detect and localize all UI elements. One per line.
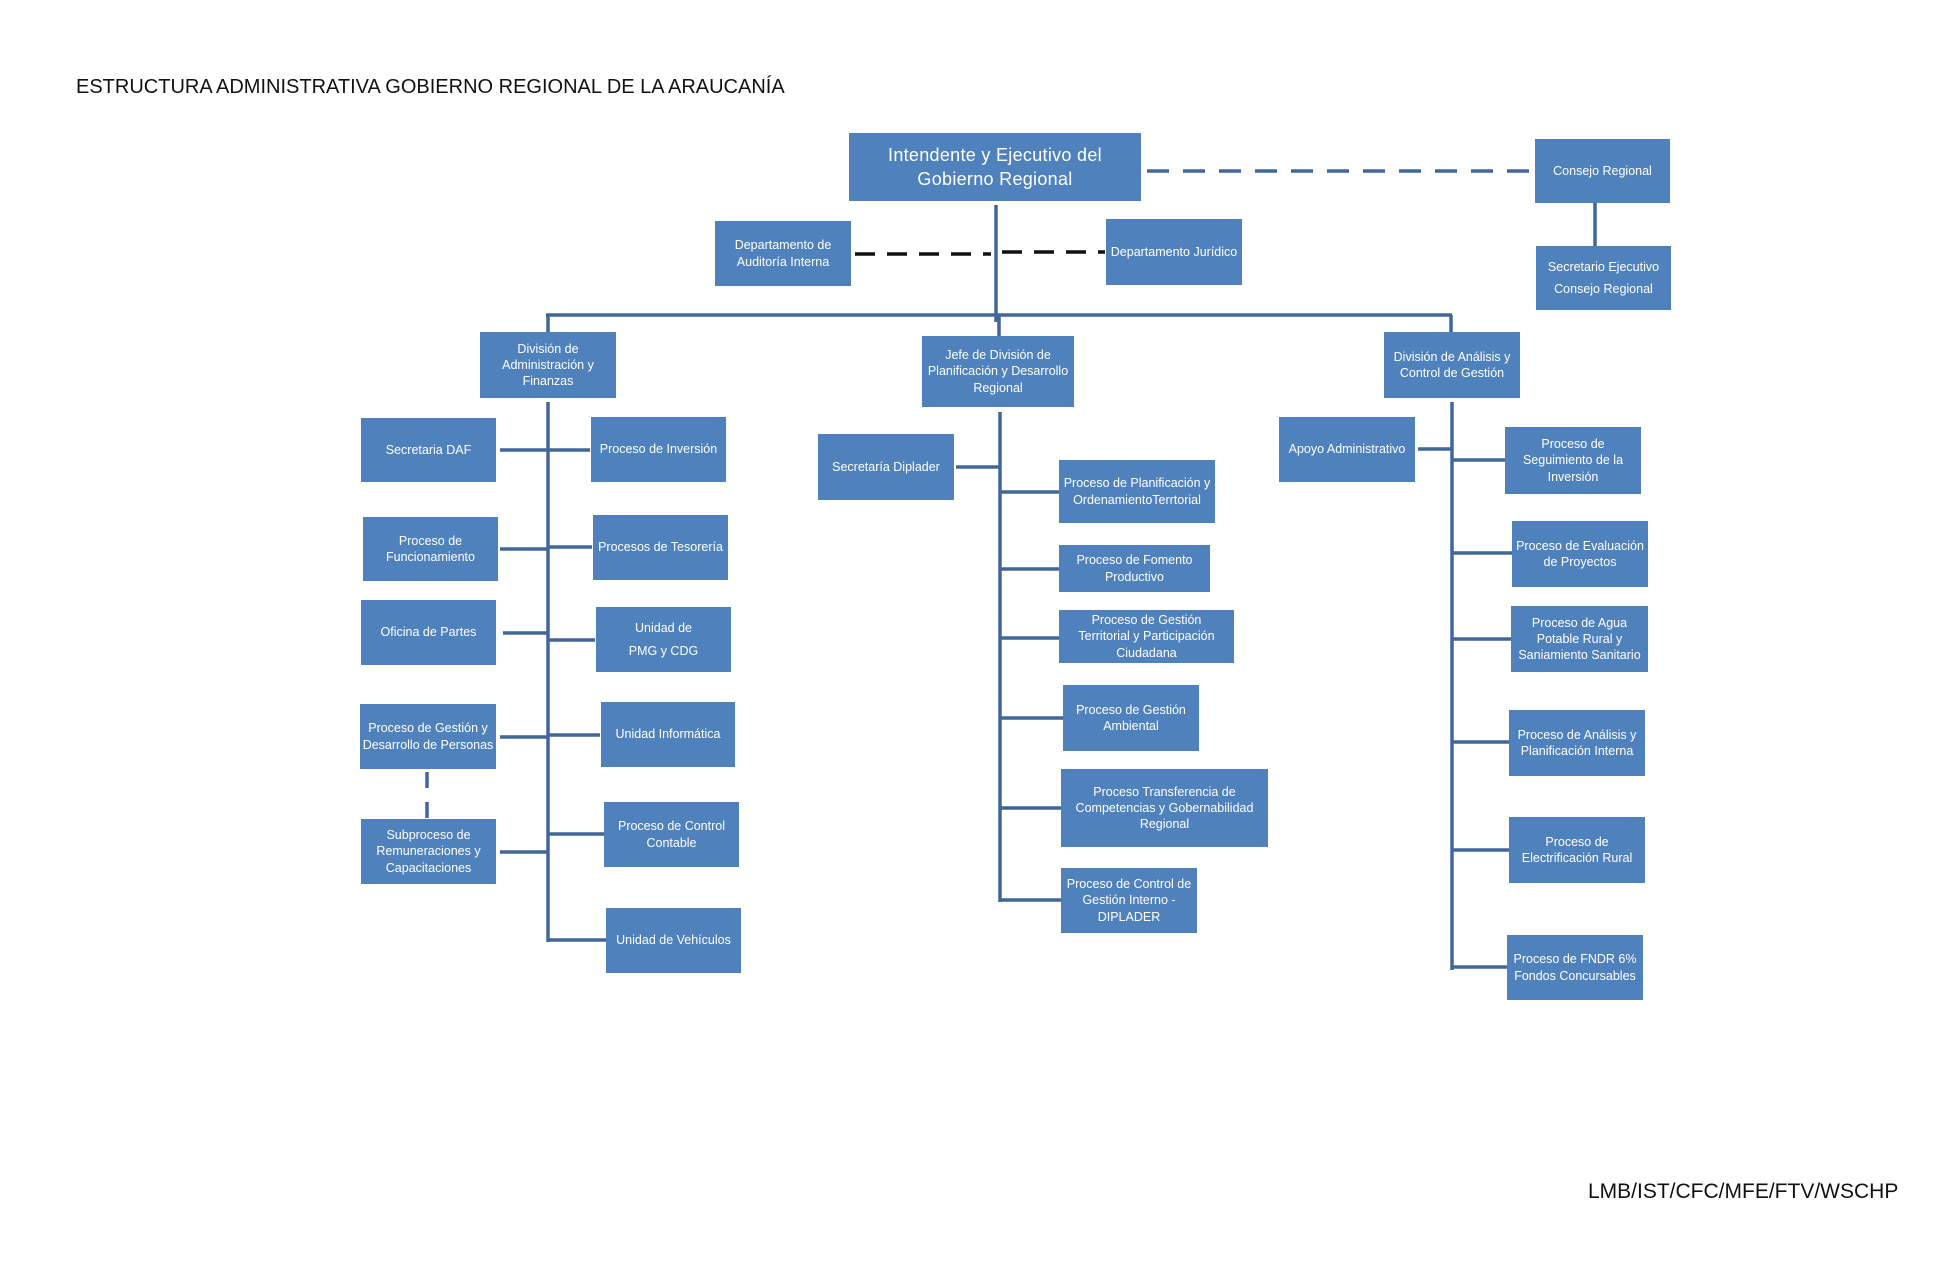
- juridico-box: Departamento Jurídico: [1106, 219, 1242, 285]
- daf-left-item: Oficina de Partes: [361, 600, 496, 665]
- page-title: ESTRUCTURA ADMINISTRATIVA GOBIERNO REGIO…: [76, 76, 785, 98]
- diplader-division-box: Jefe de División de Planificación y Desa…: [922, 336, 1074, 407]
- dacg-item: Proceso de Agua Potable Rural y Saniamie…: [1511, 606, 1648, 672]
- consejo-regional-box: Consejo Regional: [1535, 139, 1670, 203]
- dacg-item: Proceso de Evaluación de Proyectos: [1512, 521, 1648, 587]
- daf-left-item: Subproceso de Remuneraciones y Capacitac…: [361, 819, 496, 884]
- apoyo-administrativo-box: Apoyo Administrativo: [1279, 417, 1415, 482]
- daf-right-item: Procesos de Tesorería: [593, 515, 728, 580]
- dacg-item: Proceso de Análisis y Planificación Inte…: [1509, 710, 1645, 776]
- diplader-item: Proceso de Control de Gestión Interno - …: [1061, 868, 1197, 933]
- auditoria-interna-box: Departamento de Auditoría Interna: [715, 221, 851, 286]
- dacg-division-box: División de Análisis y Control de Gestió…: [1384, 332, 1520, 398]
- diplader-item: Proceso de Gestión Ambiental: [1063, 685, 1199, 751]
- footer-initials: LMB/IST/CFC/MFE/FTV/WSCHP: [1588, 1180, 1899, 1203]
- diplader-item: Proceso Transferencia de Competencias y …: [1061, 769, 1268, 847]
- diplader-item: Proceso de Fomento Productivo: [1059, 545, 1210, 592]
- daf-left-item: Proceso de Gestión y Desarrollo de Perso…: [360, 704, 496, 769]
- daf-right-item: Proceso de Control Contable: [604, 802, 739, 867]
- dacg-item: Proceso de Seguimiento de la Inversión: [1505, 427, 1641, 494]
- daf-division-box: División de Administración y Finanzas: [480, 332, 616, 398]
- dacg-item: Proceso de Electrificación Rural: [1509, 817, 1645, 883]
- secretario-consejo-box: Secretario Ejecutivo Consejo Regional: [1536, 246, 1671, 310]
- diplader-item: Proceso de Planificación y OrdenamientoT…: [1059, 460, 1215, 523]
- daf-right-item: Proceso de Inversión: [591, 417, 726, 482]
- dacg-item: Proceso de FNDR 6% Fondos Concursables: [1507, 935, 1643, 1000]
- daf-right-item: Unidad de PMG y CDG: [596, 607, 731, 672]
- daf-right-item: Unidad de Vehículos: [606, 908, 741, 973]
- daf-right-item: Unidad Informática: [601, 702, 735, 767]
- daf-left-item: Proceso de Funcionamiento: [363, 517, 498, 581]
- secretaria-diplader-box: Secretaría Diplader: [818, 434, 954, 500]
- diplader-item: Proceso de Gestión Territorial y Partici…: [1059, 610, 1234, 663]
- daf-left-item: Secretaria DAF: [361, 418, 496, 482]
- intendente-box: Intendente y Ejecutivo del Gobierno Regi…: [849, 133, 1141, 201]
